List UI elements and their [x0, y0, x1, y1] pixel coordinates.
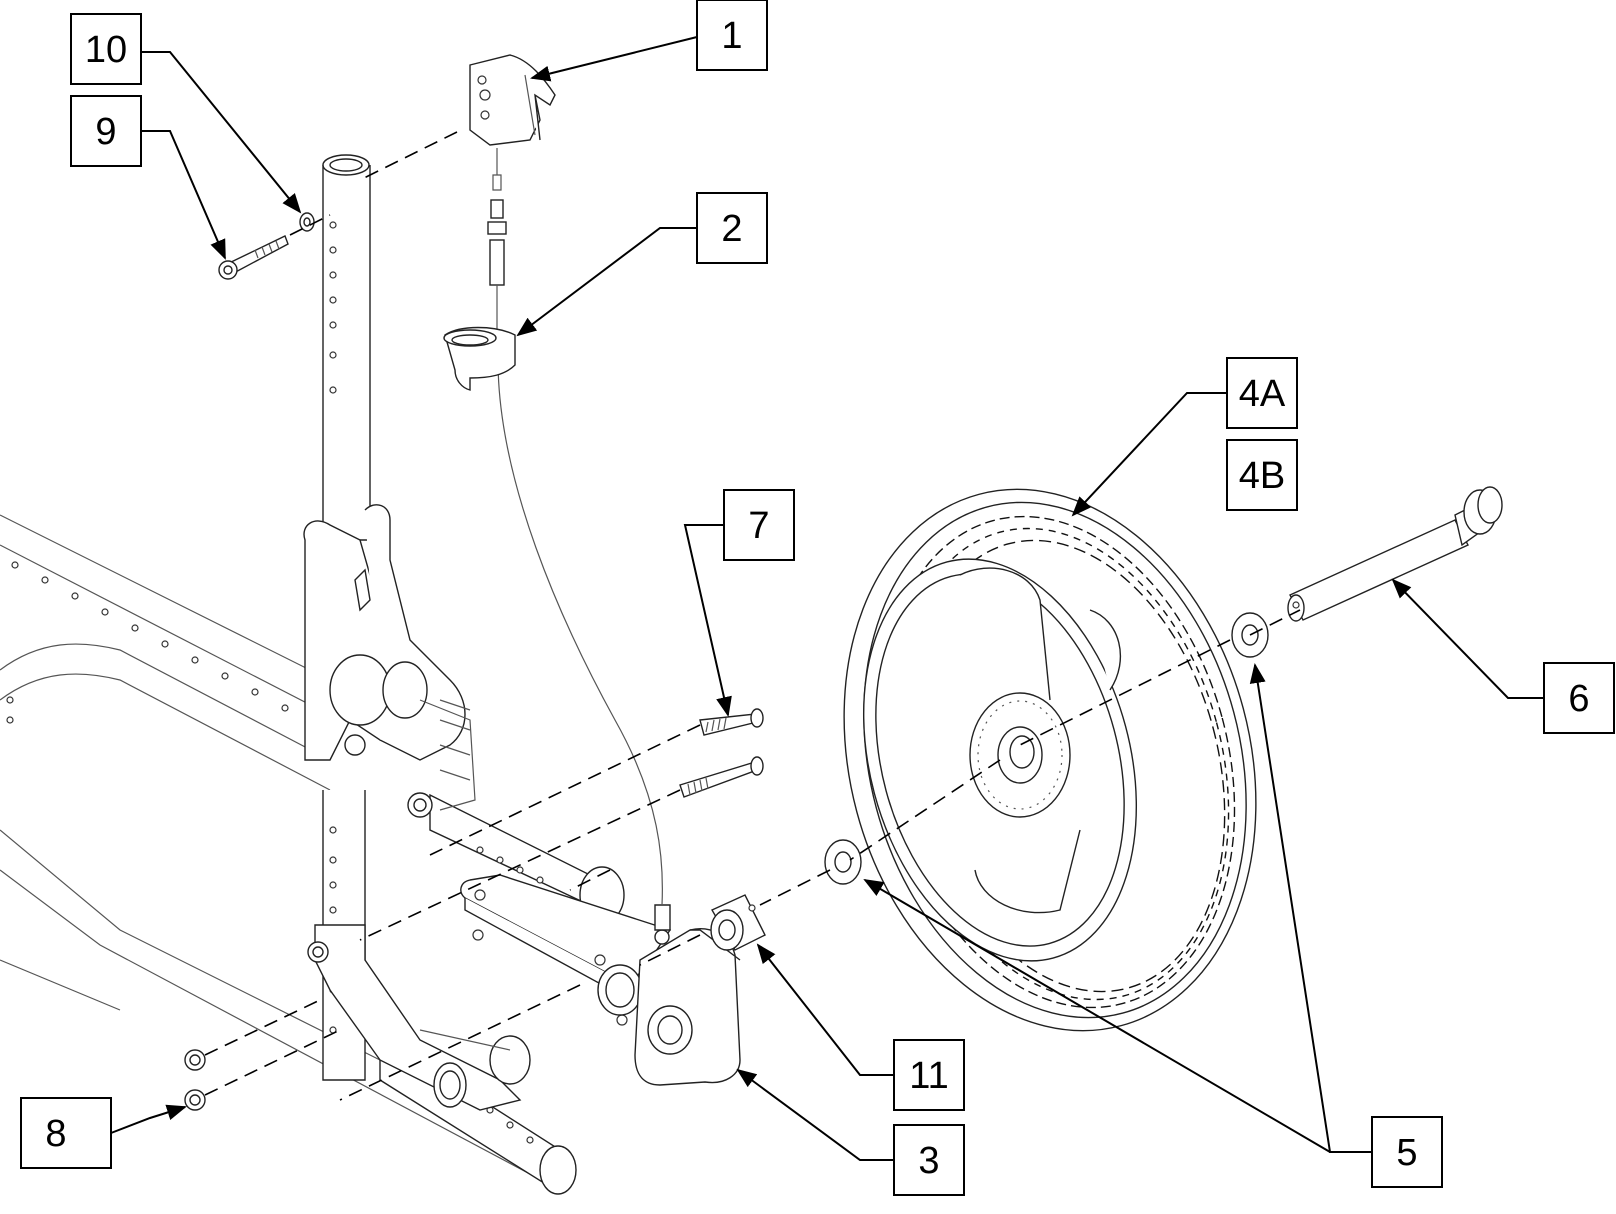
- callout-2-label: 2: [721, 208, 742, 250]
- callout-10-label: 10: [85, 29, 127, 71]
- callout-9: 9: [70, 95, 142, 167]
- assembly-centerlines: [204, 131, 1301, 1101]
- brake-motor: [634, 904, 741, 1086]
- callout-8-label: 8: [45, 1113, 66, 1155]
- mounting-plate: [460, 874, 672, 1026]
- callout-4b: 4B: [1226, 439, 1298, 511]
- callout-3-label: 3: [918, 1140, 939, 1182]
- callout-2: 2: [696, 192, 768, 264]
- callout-3: 3: [893, 1124, 965, 1196]
- callout-7: 7: [723, 489, 795, 561]
- brake-lever-housing: [469, 54, 556, 146]
- quick-release-axle: [1287, 486, 1503, 622]
- callout-7-label: 7: [748, 505, 769, 547]
- mounting-bolts: [679, 708, 764, 798]
- callout-10: 10: [70, 13, 142, 85]
- callout-4b-label: 4B: [1239, 455, 1285, 497]
- callout-5-label: 5: [1396, 1132, 1417, 1174]
- cable-clip: [443, 326, 516, 391]
- lock-nuts: [184, 1049, 206, 1111]
- callout-11: 11: [893, 1039, 965, 1111]
- pivot-bracket: [303, 504, 476, 818]
- axle-spacer: [710, 894, 766, 951]
- callout-6: 6: [1543, 662, 1615, 734]
- lower-fork-assembly: [307, 924, 531, 1111]
- callout-4a: 4A: [1226, 357, 1298, 429]
- callout-1: 1: [696, 0, 768, 71]
- drive-wheel: [843, 488, 1257, 1032]
- callout-8: 8: [20, 1097, 112, 1169]
- callout-4a-label: 4A: [1239, 373, 1286, 415]
- callout-6-label: 6: [1568, 678, 1589, 720]
- leader-lines: [110, 36, 1544, 1161]
- callout-11-label: 11: [909, 1055, 948, 1097]
- callout-1-label: 1: [721, 15, 742, 57]
- callout-9-label: 9: [95, 111, 116, 153]
- callout-5: 5: [1371, 1116, 1443, 1188]
- screw-and-washer: [218, 212, 315, 280]
- brake-cable: [487, 148, 663, 906]
